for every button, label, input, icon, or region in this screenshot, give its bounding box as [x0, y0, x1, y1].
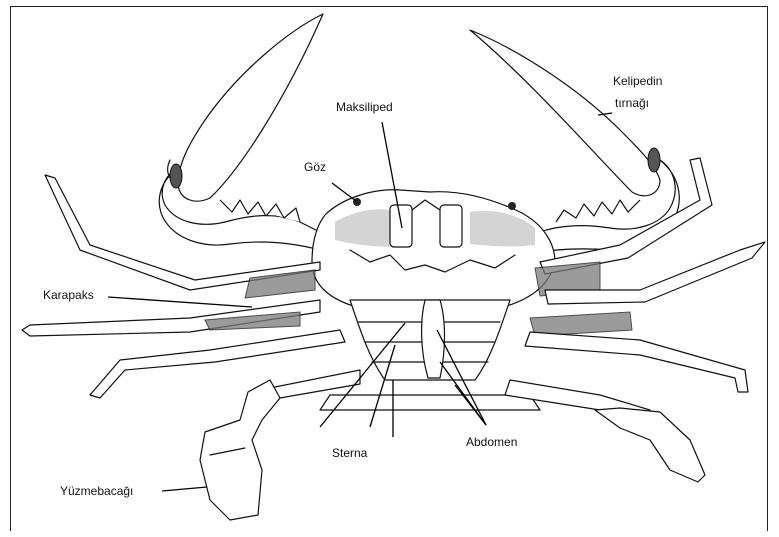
left-cheliped: [159, 14, 330, 250]
label-kelipedin-line1: Kelipedin: [613, 74, 662, 88]
label-yuzmebacagi: Yüzmebacağı: [60, 484, 133, 498]
label-kelipedin-line2: tırnağı: [615, 96, 649, 110]
leader-karapaks: [108, 297, 252, 307]
label-goz: Göz: [304, 160, 326, 174]
label-maksiliped: Maksiliped: [336, 100, 393, 114]
label-karapaks: Karapaks: [43, 288, 94, 302]
label-abdomen: Abdomen: [466, 435, 517, 449]
leader-yuzmebacagi: [162, 487, 207, 491]
leader-goz: [332, 183, 356, 201]
carapace: [312, 190, 555, 308]
label-sterna: Sterna: [332, 446, 367, 460]
right-walking-legs: [505, 158, 765, 420]
